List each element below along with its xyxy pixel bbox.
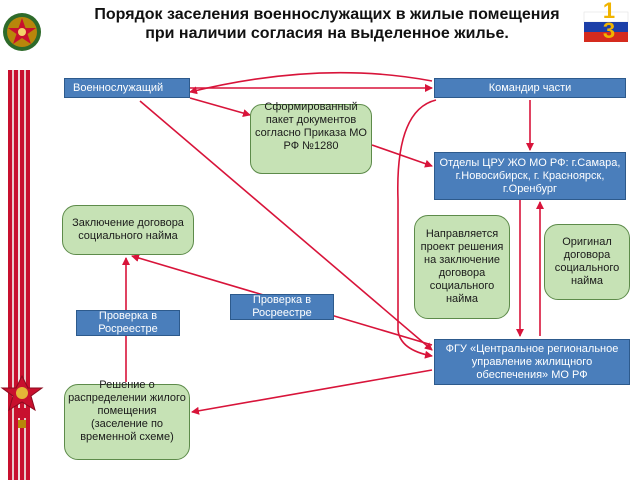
box-allocation-decision-text: Решение о распределении жилого помещения… <box>68 379 186 443</box>
slide-number: 13 13 <box>602 0 616 43</box>
page-title: Порядок заселения военнослужащих в жилые… <box>94 6 560 42</box>
arrow-commander-to-serviceman <box>189 71 433 95</box>
arrow-serviceman-to-package <box>189 97 251 117</box>
box-allocation-decision: Решение о распределении жилого помещения… <box>64 379 190 460</box>
box-document-package-text: Сформированный пакет документов согласно… <box>255 101 367 152</box>
arrow-commander-to-fgu <box>397 99 437 359</box>
arrow-package-to-departments <box>371 144 433 168</box>
decorative-ribbon-stripe <box>8 70 30 480</box>
box-registry-check-1: Проверка в Росреестре <box>76 310 180 336</box>
arrow-fgu-to-decision <box>191 369 433 415</box>
order-medal-icon <box>0 374 44 428</box>
box-commander: Командир части <box>434 78 626 98</box>
arrow-serviceman-to-fgu <box>139 100 433 351</box>
box-document-package: Сформированный пакет документов согласно… <box>250 101 372 174</box>
box-registry-check-2: Проверка в Росреестре <box>230 294 334 320</box>
box-original-contract: Оригинал договора социального найма <box>544 224 630 300</box>
box-departments: Отделы ЦРУ ЖО МО РФ: г.Самара, г.Новосиб… <box>434 152 626 200</box>
box-fgu: ФГУ «Центральное региональное управление… <box>434 339 630 385</box>
box-project-decision: Направляется проект решения на заключени… <box>414 215 510 319</box>
title-container: Порядок заселения военнослужащих в жилые… <box>82 2 572 62</box>
russian-flag-icon <box>583 11 629 42</box>
box-contract: Заключение договора социального найма <box>62 205 194 255</box>
army-emblem-icon <box>3 13 41 51</box>
box-serviceman: Военнослужащий <box>64 78 190 98</box>
